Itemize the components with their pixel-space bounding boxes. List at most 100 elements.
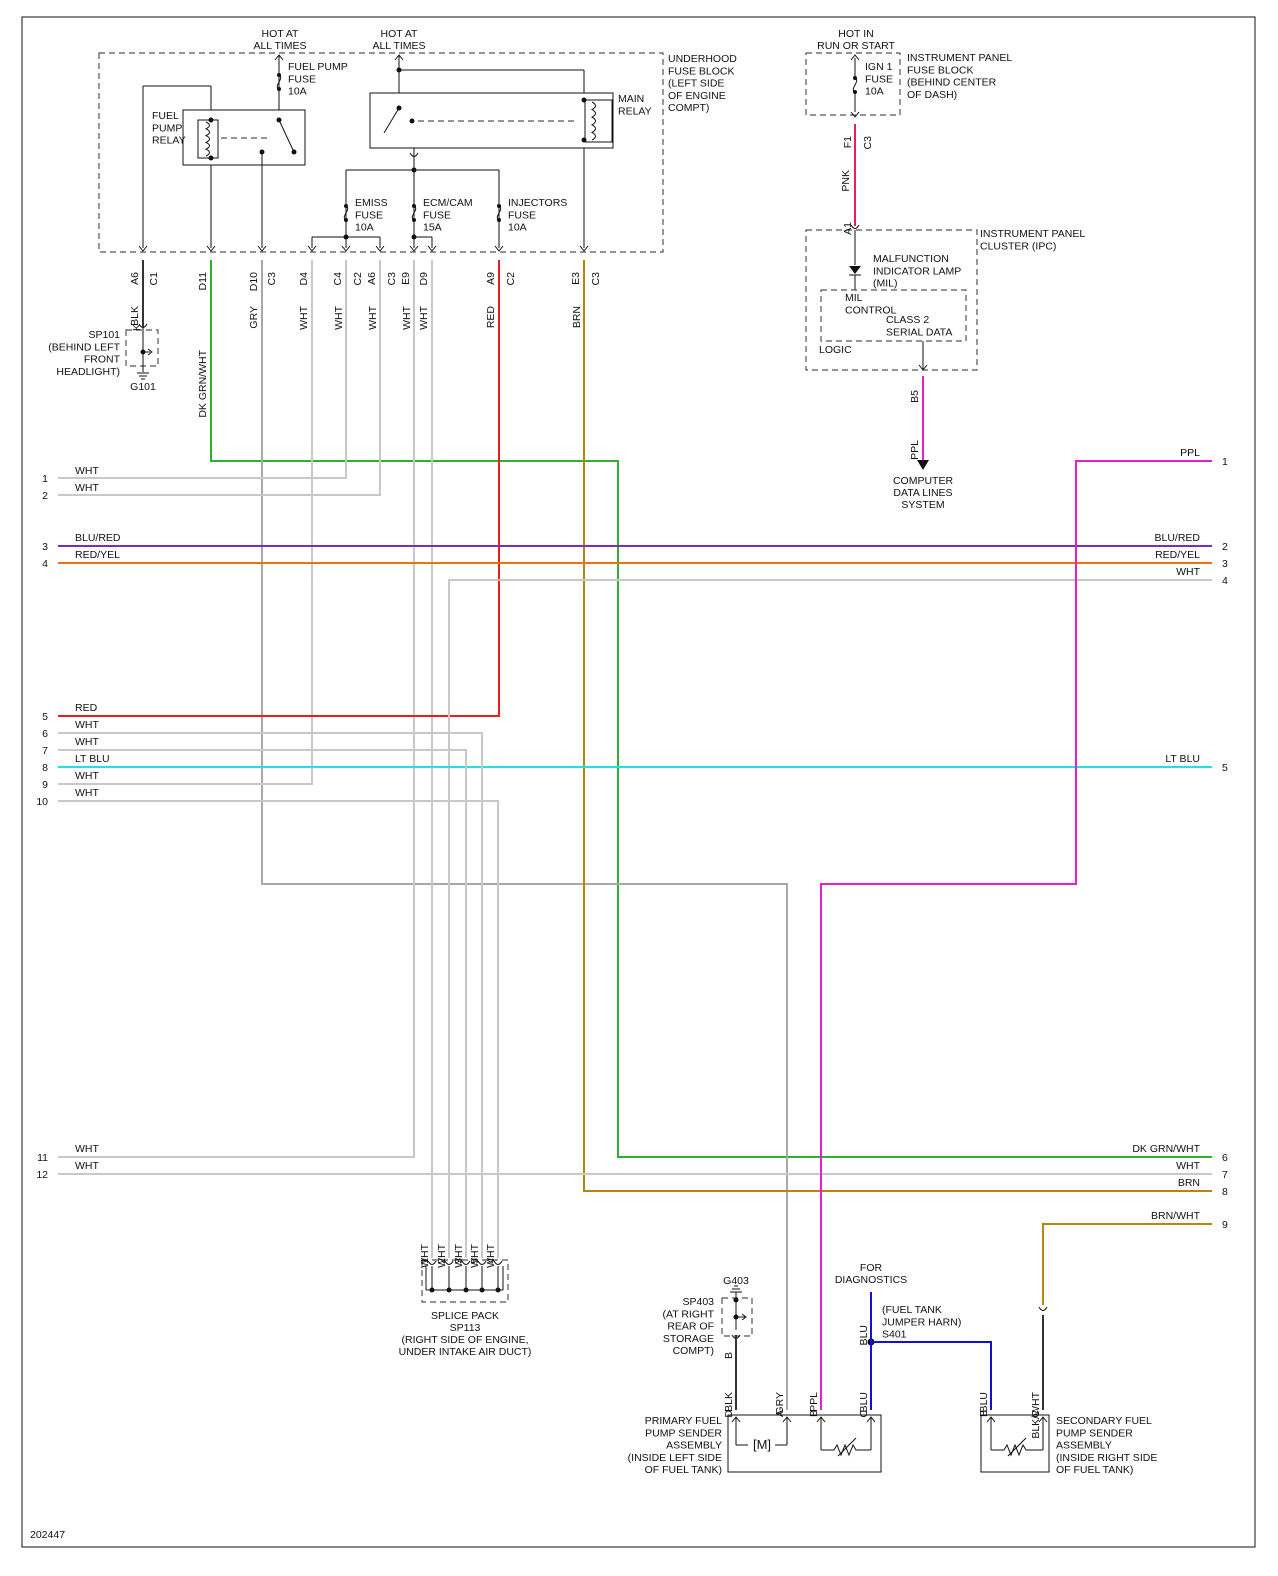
primary-fuel-pump-sender-label: (INSIDE LEFT SIDE xyxy=(628,1452,722,1464)
splice-arrow-icon xyxy=(741,1313,747,1321)
relay-coil-frame xyxy=(197,119,219,159)
pin-label: A9 xyxy=(485,272,497,285)
split-dot xyxy=(343,234,349,240)
relay-contact-dot xyxy=(409,118,415,124)
pin-arrow-icon xyxy=(375,245,385,252)
ipc-box xyxy=(805,229,978,371)
secondary-fuel-pump-sender-label: SECONDARY FUEL xyxy=(1056,1415,1152,1427)
splice-arrow-icon xyxy=(147,348,153,356)
wire-color-label: WHT xyxy=(418,305,430,329)
splice-pack-label: UNDER INTAKE AIR DUCT) xyxy=(399,1346,532,1358)
relay-terminal-dot xyxy=(581,97,587,103)
bus-dot xyxy=(411,167,417,173)
sp403-label: COMPT) xyxy=(673,1345,714,1357)
right-row-number: 9 xyxy=(1222,1219,1228,1231)
underhood-fuse-block-label: COMPT) xyxy=(668,102,709,114)
pin-arrow-icon xyxy=(409,245,419,252)
splice-dot xyxy=(733,1297,739,1303)
pin-arrow-icon xyxy=(918,364,928,371)
hot-in-run-or-start-label: HOT IN xyxy=(838,28,873,40)
relay-coil-icon xyxy=(204,121,210,157)
pin-label: C4 xyxy=(332,272,344,286)
ecm-cam-fuse-icon xyxy=(412,218,416,222)
fuel-tank-jumper-harn-label: (FUEL TANK xyxy=(882,1304,942,1316)
underhood-fuse-block-label: OF ENGINE xyxy=(668,90,726,102)
connector-label: C3 xyxy=(590,272,602,286)
pin-arrow-icon xyxy=(427,245,437,252)
pin-label: A6 xyxy=(366,272,378,285)
pin-arrow-icon xyxy=(579,245,589,252)
hot-at-all-times-label: ALL TIMES xyxy=(372,40,425,52)
left-row-number: 5 xyxy=(42,711,48,723)
connector-label: C2 xyxy=(505,272,517,286)
left-row-number: 12 xyxy=(36,1169,48,1181)
right-row-wire-label: BRN xyxy=(1178,1177,1200,1189)
connector-icon xyxy=(1038,1306,1048,1311)
left-row-number: 3 xyxy=(42,541,48,553)
connector-label: C1 xyxy=(148,272,160,286)
hot-in-run-or-start-label: RUN OR START xyxy=(817,40,895,52)
sp101-pin-label: K xyxy=(131,324,143,331)
secondary-fuel-pump-sender-label: OF FUEL TANK) xyxy=(1056,1464,1133,1476)
left-row-number: 6 xyxy=(42,728,48,740)
wht-wire-row1 xyxy=(58,260,347,479)
wht-wire-row11 xyxy=(58,260,415,1158)
pin-arrow-icon xyxy=(138,245,148,252)
hot-at-all-times-label: HOT AT xyxy=(381,28,419,40)
splice-pin-label: 3 xyxy=(453,1258,465,1264)
left-row-number: 9 xyxy=(42,779,48,791)
pin-label: E3 xyxy=(570,272,582,285)
underhood-fuse-block-label: (LEFT SIDE xyxy=(668,78,724,90)
left-row-number: 1 xyxy=(42,473,48,485)
sp101-label: HEADLIGHT) xyxy=(56,366,120,378)
primary-fuel-pump-sender-label: PUMP SENDER xyxy=(645,1427,722,1439)
pin-label: B xyxy=(978,1410,990,1417)
sp101-splice xyxy=(125,329,159,367)
page-border xyxy=(21,16,1256,1548)
relay-terminal-dot xyxy=(208,155,214,161)
hot-at-all-times-label: ALL TIMES xyxy=(253,40,306,52)
ground-label: G403 xyxy=(723,1275,749,1287)
pin-arrow-icon xyxy=(257,245,267,252)
relay-terminal-dot xyxy=(581,137,587,143)
wht-wire-sp113-3 xyxy=(58,749,467,1258)
left-row-number: 2 xyxy=(42,490,48,502)
splice-pin-label: 1 xyxy=(419,1258,431,1264)
sp403-label: STORAGE xyxy=(663,1333,714,1345)
pin-label: D4 xyxy=(298,272,310,286)
injectors-fuse-label: FUSE xyxy=(508,209,536,221)
class-2-serial-data-label: SERIAL DATA xyxy=(886,326,952,338)
secondary-fuel-pump-sender-label: PUMP SENDER xyxy=(1056,1427,1133,1439)
primary-fuel-pump-sender-label: PRIMARY FUEL xyxy=(645,1415,722,1427)
connector-icon xyxy=(477,1260,487,1265)
wire-color-label: WHT xyxy=(298,305,310,329)
right-row-wire-label: BRN/WHT xyxy=(1151,1210,1201,1222)
for-diagnostics-label: FOR xyxy=(860,1262,883,1274)
logic-label: LOGIC xyxy=(819,344,852,356)
pin-label: D9 xyxy=(418,272,430,286)
secondary-fuel-pump-sender-label: (INSIDE RIGHT SIDE xyxy=(1056,1452,1157,1464)
fuel-tank-jumper-harn-label: JUMPER HARN) xyxy=(882,1316,961,1328)
wht-wire-sp113-5 xyxy=(58,732,483,1258)
injectors-fuse-label: 10A xyxy=(508,222,527,234)
underhood-fuse-block xyxy=(98,52,664,253)
injectors-fuse-label: INJECTORS xyxy=(508,197,567,209)
splice-pack-label: SP113 xyxy=(450,1322,481,1334)
left-row-number: 11 xyxy=(37,1152,48,1164)
primary-fuel-pump-sender-label: OF FUEL TANK) xyxy=(645,1464,722,1476)
wire-color-label: PNK xyxy=(840,170,852,192)
ppl-wire-sender xyxy=(820,460,1212,1410)
pin-label: A xyxy=(774,1410,786,1417)
ign-1-fuse-label: 10A xyxy=(865,86,884,98)
sp403-label: SP403 xyxy=(682,1296,714,1308)
wire-color-label: PPL xyxy=(808,1392,820,1412)
injectors-fuse-icon xyxy=(497,218,501,222)
mil-control-label: MIL xyxy=(845,292,863,304)
right-row-wire-label: WHT xyxy=(1176,566,1200,578)
wire-color-label: WHT xyxy=(469,1243,481,1267)
fuel-pump-fuse-label: FUSE xyxy=(288,73,316,85)
emiss-fuse-icon xyxy=(344,204,348,208)
right-row-number: 4 xyxy=(1222,575,1228,587)
fuel-level-sensor-icon xyxy=(991,1443,1043,1457)
left-row-wire-label: WHT xyxy=(75,770,99,782)
